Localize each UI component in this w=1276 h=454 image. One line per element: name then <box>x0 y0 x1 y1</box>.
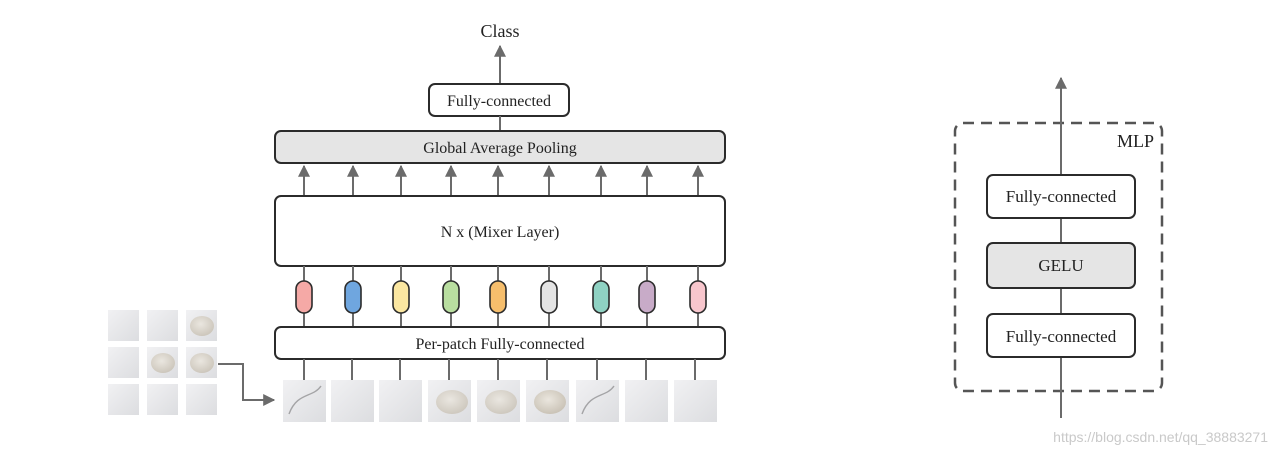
token-pill <box>489 280 507 314</box>
global-average-pooling-label: Global Average Pooling <box>423 140 576 157</box>
mlp-fully-connected-top-box: Fully-connected <box>986 174 1136 219</box>
mlp-fully-connected-top-label: Fully-connected <box>1006 187 1117 206</box>
token-pill <box>540 280 558 314</box>
mixer-layer-box: N x (Mixer Layer) <box>274 195 726 267</box>
class-label: Class <box>480 21 519 41</box>
token-pill <box>344 280 362 314</box>
image-patch <box>283 380 326 422</box>
grid-image-patch <box>108 384 139 415</box>
per-patch-fully-connected-label: Per-patch Fully-connected <box>416 336 585 353</box>
input-image-patch-grid <box>108 310 217 415</box>
mlp-gelu-label: GELU <box>1038 256 1083 275</box>
image-patch <box>379 380 422 422</box>
mlp-fully-connected-bottom-label: Fully-connected <box>1006 327 1117 346</box>
token-pill <box>592 280 610 314</box>
mlp-title: MLP <box>1117 131 1154 151</box>
grid-image-patch <box>108 347 139 378</box>
mixer-body-shape <box>151 353 175 373</box>
cable-shape <box>581 385 615 415</box>
token-pill <box>295 280 313 314</box>
mlp-block: MLP Fully-connected GELU Fully-connected <box>953 76 1164 418</box>
grid-to-patches-arrow <box>218 363 276 406</box>
mixer-body-shape <box>436 390 468 414</box>
cable-shape <box>288 385 322 415</box>
grid-image-patch <box>147 384 178 415</box>
grid-image-patch <box>108 310 139 341</box>
watermark-text: https://blog.csdn.net/qq_38883271 <box>1053 429 1268 445</box>
mixer-body-shape <box>485 390 517 414</box>
grid-image-patch <box>147 310 178 341</box>
image-patch <box>576 380 619 422</box>
mixer-layer-label: N x (Mixer Layer) <box>441 224 560 241</box>
fully-connected-top-box: Fully-connected <box>428 83 570 117</box>
mixer-to-gap-arrows <box>298 164 704 196</box>
grid-image-patch <box>186 384 217 415</box>
token-pill <box>689 280 707 314</box>
mixer-body-shape <box>190 316 214 336</box>
token-pill <box>442 280 460 314</box>
patch-sequence <box>283 359 717 422</box>
image-patch <box>331 380 374 422</box>
mlp-dashed-border <box>953 121 1164 393</box>
mixer-body-shape <box>534 390 566 414</box>
image-patch <box>674 380 717 422</box>
token-pill <box>638 280 656 314</box>
fully-connected-top-label: Fully-connected <box>447 93 551 110</box>
per-patch-fully-connected-box: Per-patch Fully-connected <box>274 326 726 360</box>
mlp-fully-connected-bottom-box: Fully-connected <box>986 313 1136 358</box>
token-embeddings <box>295 266 707 327</box>
global-average-pooling-box: Global Average Pooling <box>274 130 726 164</box>
image-patch <box>625 380 668 422</box>
mlp-gelu-box: GELU <box>986 242 1136 289</box>
token-pill <box>392 280 410 314</box>
mixer-body-shape <box>190 353 214 373</box>
